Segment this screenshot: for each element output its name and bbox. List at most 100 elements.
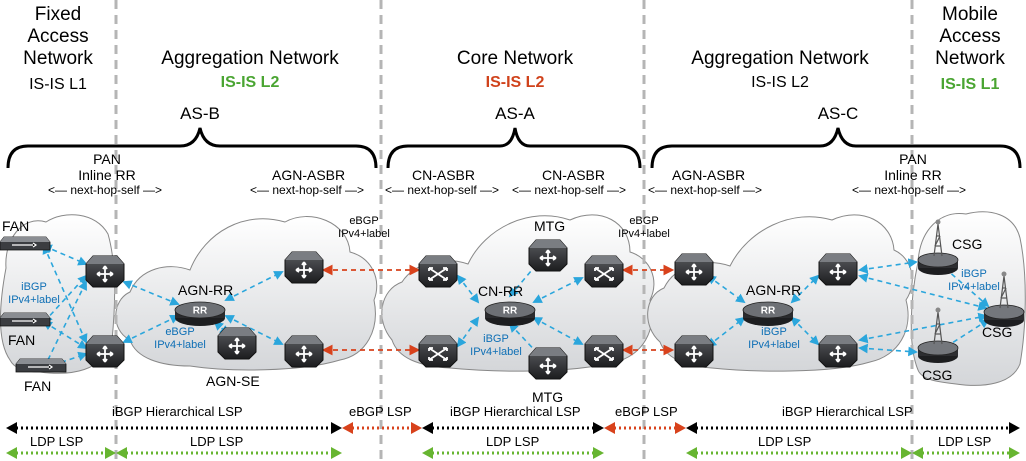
ldp-lsp-core-label: LDP LSP: [486, 434, 540, 449]
pan-left-next-hop-self: <— next-hop-self —>: [48, 183, 163, 197]
ibgp-hier-lsp-left-label: iBGP Hierarchical LSP: [112, 404, 243, 419]
ebgp-lsp-right-bar: [604, 422, 686, 434]
csg-bottom-label: CSG: [922, 367, 953, 383]
ebgp-lsp-left-bar: [342, 422, 422, 434]
agn-asbr-left-role: AGN-ASBR: [272, 167, 346, 183]
ebgp-sessions: [321, 264, 675, 356]
ldp-lsp-mobile-arrow-right: [1009, 447, 1020, 459]
ldp-lsp-fixed-label: LDP LSP: [30, 434, 84, 449]
ibgp-hier-lsp-left-arrow-left: [6, 422, 17, 434]
ldp-lsp-core-bar: [422, 447, 604, 459]
fan-label-1: FAN: [2, 218, 30, 234]
cn-asbr-left-role: CN-ASBR: [412, 167, 476, 183]
ldp-lsp-core-arrow-left: [422, 447, 433, 459]
cn-asbr-right-top-router: [584, 255, 624, 288]
pan-left-top-router: [85, 255, 125, 288]
as-braces: [6, 127, 1022, 169]
cn-rr-disk: [484, 301, 536, 327]
ebgp-lsp-left-arrow-right: [411, 422, 422, 434]
agn-asbr-right-role: AGN-ASBR: [672, 167, 746, 183]
pan-right-bottom-router: [818, 335, 858, 368]
lsp-bars: [6, 422, 1020, 459]
ibgp-hier-lsp-left-bar: [6, 422, 342, 434]
ebgp-lsp-right-arrow-left: [604, 422, 615, 434]
ibgp-core-label: iBGP IPv4+label: [470, 333, 522, 359]
cn-rr-label: CN-RR: [478, 283, 524, 299]
ibgp-sessions: [42, 244, 990, 371]
agg-right-protocol: IS-IS L2: [751, 74, 809, 91]
cn-asbr-left-bottom-router: [418, 335, 458, 368]
cn-asbr-right-role: CN-ASBR: [542, 167, 606, 183]
agg-left-title: Aggregation Network: [161, 48, 339, 69]
ibgp-hier-lsp-right-bar: [686, 422, 1020, 434]
ibgp-hier-lsp-right-label: iBGP Hierarchical LSP: [782, 404, 913, 419]
ldp-lsp-agg-left-label: LDP LSP: [190, 434, 244, 449]
ldp-lsp-fixed-bar: [6, 447, 116, 459]
agn-asbr-left-bottom-router: [284, 335, 324, 368]
ibgp-hier-lsp-core-label: iBGP Hierarchical LSP: [450, 404, 581, 419]
ibgp-fixed-access-label: iBGP IPv4+label: [8, 281, 60, 307]
agn-rr-right-disk: [742, 301, 794, 327]
ibgp-hier-lsp-core-bar: [422, 422, 604, 434]
mtg-top-router: [528, 239, 568, 272]
cn-asbr-left-next-hop-self: <— next-hop-self —>: [385, 183, 500, 197]
ebgp-lsp-right-arrow-right: [675, 422, 686, 434]
agn-rr-right-label: AGN-RR: [746, 282, 802, 298]
ibgp-hier-lsp-right-arrow-left: [686, 422, 697, 434]
ldp-lsp-agg-right-bar: [686, 447, 912, 459]
ldp-lsp-core-arrow-right: [593, 447, 604, 459]
ibgp-hier-lsp-core-arrow-right: [593, 422, 604, 434]
ldp-lsp-agg-right-arrow-left: [686, 447, 697, 459]
fan-switch-1: [0, 236, 51, 251]
agn-asbr-right-top-router: [674, 253, 714, 286]
agn-asbr-left-next-hop-self: <— next-hop-self —>: [250, 183, 365, 197]
agn-asbr-right-bottom-router: [674, 335, 714, 368]
brace-as-b: [6, 127, 378, 169]
as-a-label: AS-A: [495, 104, 535, 123]
mtg-bottom-router: [528, 347, 568, 380]
ebgp-right-label: eBGP IPv4+label: [618, 215, 670, 241]
ebgp-lsp-left-label: eBGP LSP: [349, 404, 412, 419]
ibgp-agg-right-label: iBGP IPv4+label: [748, 326, 800, 352]
pan-left-bottom-router: [85, 335, 125, 368]
mobile-access-protocol: IS-IS L1: [940, 76, 1000, 93]
agn-se-label: AGN-SE: [206, 373, 260, 389]
ldp-lsp-agg-right-arrow-right: [901, 447, 912, 459]
core-title: Core Network: [456, 48, 574, 69]
core-protocol: IS-IS L2: [485, 74, 545, 91]
agn-asbr-right-next-hop-self: <— next-hop-self —>: [648, 183, 763, 197]
fan-label-3: FAN: [24, 378, 52, 394]
csg-top-label: CSG: [952, 236, 983, 252]
region-dividers: [114, 0, 914, 461]
agn-rr-left-disk: [174, 301, 226, 327]
ldp-lsp-fixed-arrow-left: [6, 447, 17, 459]
mtg-bottom-label: MTG: [532, 389, 564, 405]
fixed-access-title: Fixed Access Network: [23, 4, 93, 69]
fan-label-2: FAN: [8, 332, 36, 348]
ldp-lsp-mobile-bar: [912, 447, 1020, 459]
ibgp-hier-lsp-core-arrow-left: [422, 422, 433, 434]
agg-left-protocol: IS-IS L2: [220, 74, 280, 91]
fan-switch-2: [0, 312, 51, 327]
as-b-label: AS-B: [180, 104, 220, 123]
pan-left-role: PAN Inline RR: [78, 151, 136, 184]
cn-asbr-right-bottom-router: [584, 335, 624, 368]
ldp-lsp-fixed-arrow-right: [105, 447, 116, 459]
ldp-lsp-agg-left-arrow-right: [331, 447, 342, 459]
ibgp-mobile-access-label: iBGP IPv4+label: [948, 268, 1000, 294]
ldp-lsp-agg-right-label: LDP LSP: [758, 434, 812, 449]
pan-right-role: PAN Inline RR: [884, 151, 942, 184]
agg-right-title: Aggregation Network: [691, 48, 869, 69]
ldp-lsp-mobile-arrow-left: [912, 447, 923, 459]
ebgp-left-label: eBGP IPv4+label: [338, 215, 390, 241]
mobile-access-title: Mobile Access Network: [935, 4, 1005, 69]
cn-asbr-left-top-router: [418, 255, 458, 288]
agn-se-router: [217, 327, 257, 360]
csg-right-label: CSG: [982, 324, 1013, 340]
mtg-top-label: MTG: [534, 218, 566, 234]
brace-as-a: [386, 127, 642, 169]
agn-rr-left-label: AGN-RR: [178, 282, 234, 298]
ldp-lsp-agg-left-arrow-left: [116, 447, 127, 459]
pan-right-next-hop-self: <— next-hop-self —>: [852, 183, 967, 197]
ldp-lsp-agg-left-bar: [116, 447, 342, 459]
